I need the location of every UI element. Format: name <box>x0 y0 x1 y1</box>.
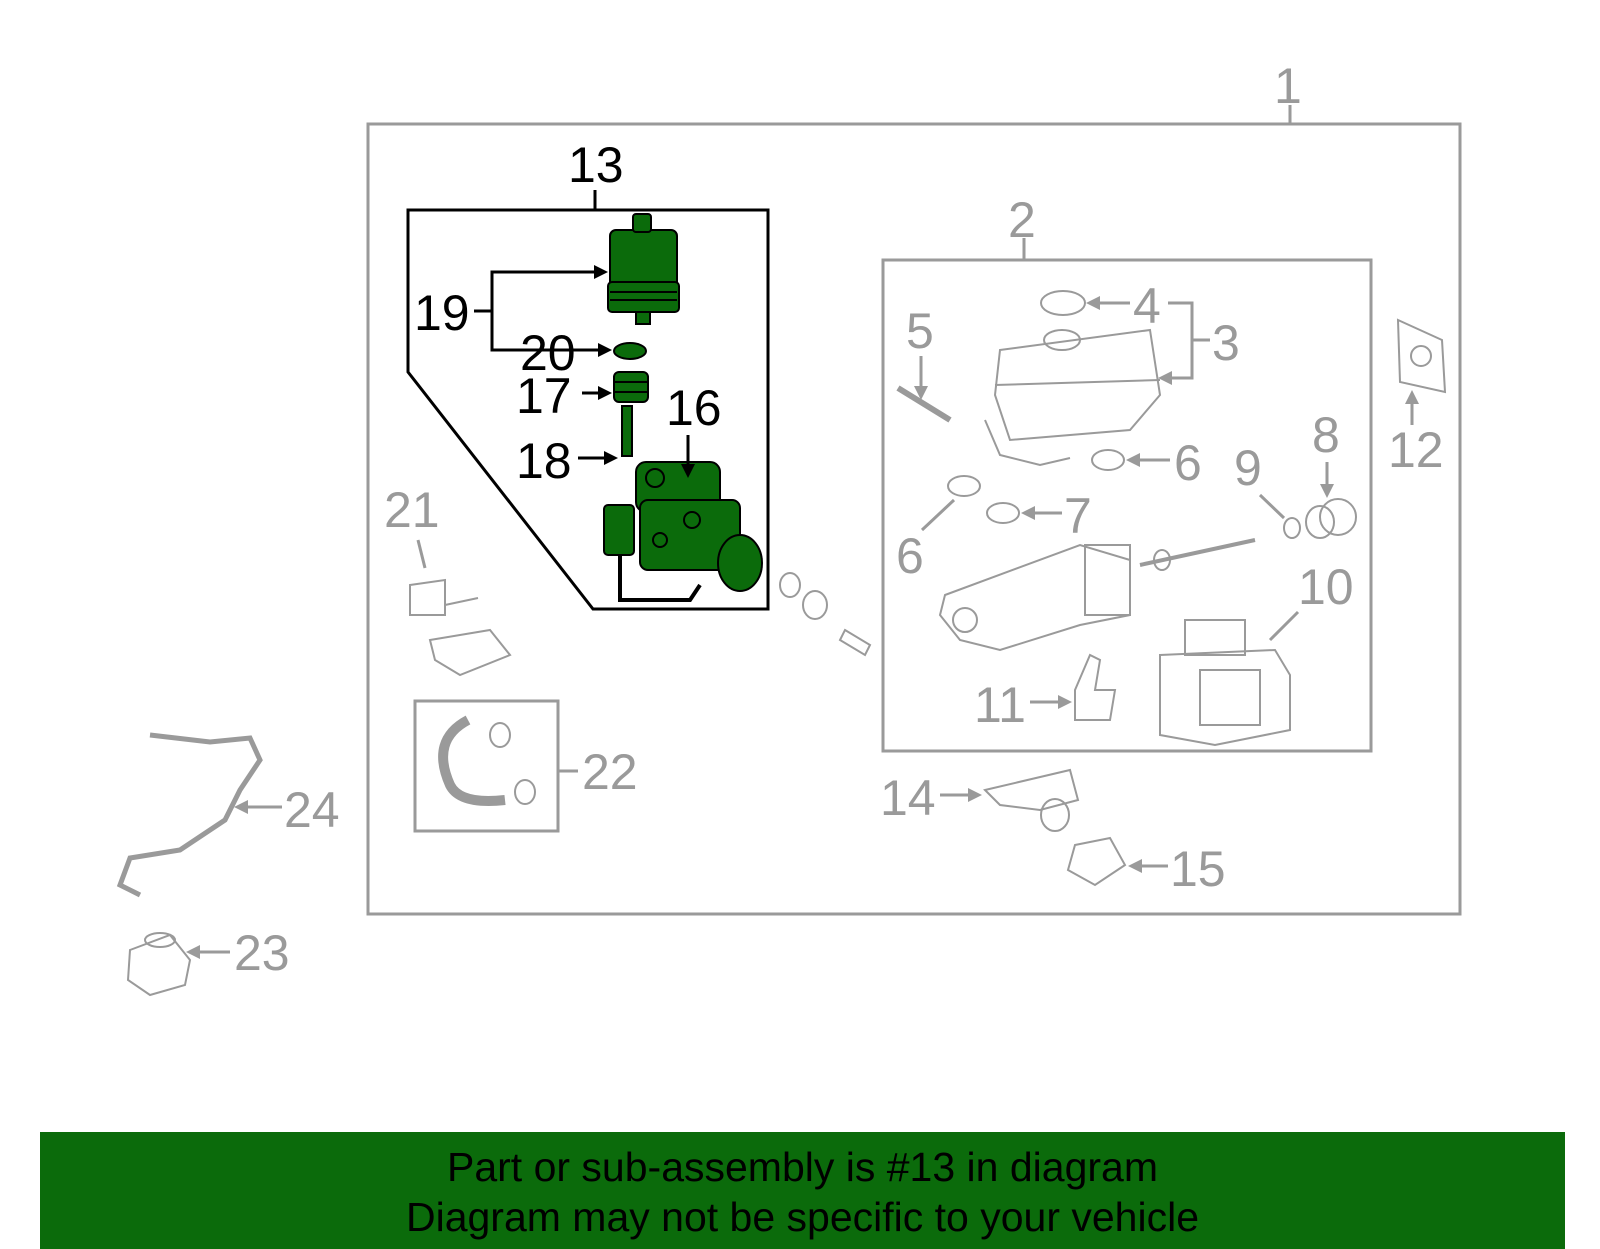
arrow-20 <box>598 343 612 357</box>
arrow-9-shaft <box>1258 493 1286 520</box>
master-cylinder-body[interactable] <box>938 538 1256 652</box>
callout-19: 19 <box>414 285 470 341</box>
arrow-18 <box>604 451 618 465</box>
callout-12: 12 <box>1388 422 1444 478</box>
tank-part-3[interactable] <box>984 328 1162 467</box>
arrow-24 <box>234 800 248 814</box>
callout-16: 16 <box>666 380 722 436</box>
reservoir-part-19[interactable] <box>607 213 680 325</box>
callout-6-lower: 6 <box>896 528 924 584</box>
arrow-5 <box>914 386 928 400</box>
bolt-part-18[interactable] <box>621 405 633 457</box>
info-banner: Part or sub-assembly is #13 in diagram D… <box>40 1132 1565 1249</box>
callout-9: 9 <box>1234 440 1262 496</box>
arrow-14 <box>968 788 982 802</box>
callout-6-upper: 6 <box>1174 435 1202 491</box>
pump-motor-part-16[interactable] <box>603 461 763 602</box>
bracket-part-11[interactable] <box>1074 653 1117 721</box>
arrow-7 <box>1021 506 1035 520</box>
strip-part-5[interactable] <box>896 385 952 423</box>
callout-14: 14 <box>880 770 936 826</box>
callout-8: 8 <box>1312 407 1340 463</box>
callout-23: 23 <box>234 925 290 981</box>
callout-17: 17 <box>516 368 572 424</box>
banner-line-1: Part or sub-assembly is #13 in diagram <box>447 1144 1158 1190</box>
callout-4: 4 <box>1133 278 1161 334</box>
callout-18: 18 <box>516 433 572 489</box>
callout-19-bracket <box>474 270 605 352</box>
callout-10: 10 <box>1298 559 1354 615</box>
grommet-part-6-lower[interactable] <box>947 475 981 497</box>
callout-11: 11 <box>974 677 1026 733</box>
gasket-part-12[interactable] <box>1396 318 1447 394</box>
actuator-part-10[interactable] <box>1159 619 1291 747</box>
arrow-21-shaft <box>416 539 427 569</box>
kit-part-22-frame <box>413 699 560 833</box>
arrow-11 <box>1058 695 1072 709</box>
arrow-15 <box>1128 859 1142 873</box>
arrow-6a <box>1126 453 1140 467</box>
filter-part-17[interactable] <box>613 371 649 403</box>
assembly-1-frame <box>366 122 1462 916</box>
arrow-8 <box>1320 484 1334 498</box>
banner-line-2: Diagram may not be specific to your vehi… <box>405 1194 1199 1240</box>
small-fittings[interactable] <box>779 572 872 657</box>
assembly-13-frame <box>406 208 770 611</box>
callout-24: 24 <box>284 782 340 838</box>
arrow-3 <box>1158 371 1172 385</box>
arrow-19 <box>594 265 608 279</box>
grommet-part-7[interactable] <box>986 502 1020 524</box>
arrow-16 <box>681 464 695 478</box>
cap-part-4[interactable] <box>1040 290 1086 316</box>
bracket-part-14[interactable] <box>983 768 1080 832</box>
mount-part-15[interactable] <box>1066 836 1127 887</box>
arrow-6b-shaft <box>920 498 956 532</box>
mount-part-23[interactable] <box>126 932 192 997</box>
callout-21: 21 <box>384 482 440 538</box>
oring-part-20[interactable] <box>613 342 647 360</box>
callout-3-bracket <box>1162 301 1210 380</box>
callout-22: 22 <box>582 744 638 800</box>
arrow-4 <box>1086 296 1100 310</box>
callout-3: 3 <box>1212 315 1240 371</box>
harness-part-24[interactable] <box>116 732 263 898</box>
boot-part-8[interactable] <box>1305 498 1357 539</box>
arrow-12 <box>1405 390 1419 404</box>
callout-7: 7 <box>1064 488 1092 544</box>
arrow-10-shaft <box>1268 610 1300 642</box>
callout-1: 1 <box>1274 58 1302 114</box>
arrow-17 <box>598 386 612 400</box>
assembly-2-frame <box>881 258 1373 753</box>
callout-13: 13 <box>568 137 624 193</box>
grommet-part-6-upper[interactable] <box>1091 449 1125 471</box>
callout-20: 20 <box>520 325 576 381</box>
callout-2: 2 <box>1008 192 1036 248</box>
arrow-23 <box>186 945 200 959</box>
callout-5: 5 <box>906 303 934 359</box>
bracket-part-21[interactable] <box>409 578 512 677</box>
hose-part-22[interactable] <box>438 715 536 806</box>
ring-part-9[interactable] <box>1283 517 1301 539</box>
callout-15: 15 <box>1170 841 1226 897</box>
